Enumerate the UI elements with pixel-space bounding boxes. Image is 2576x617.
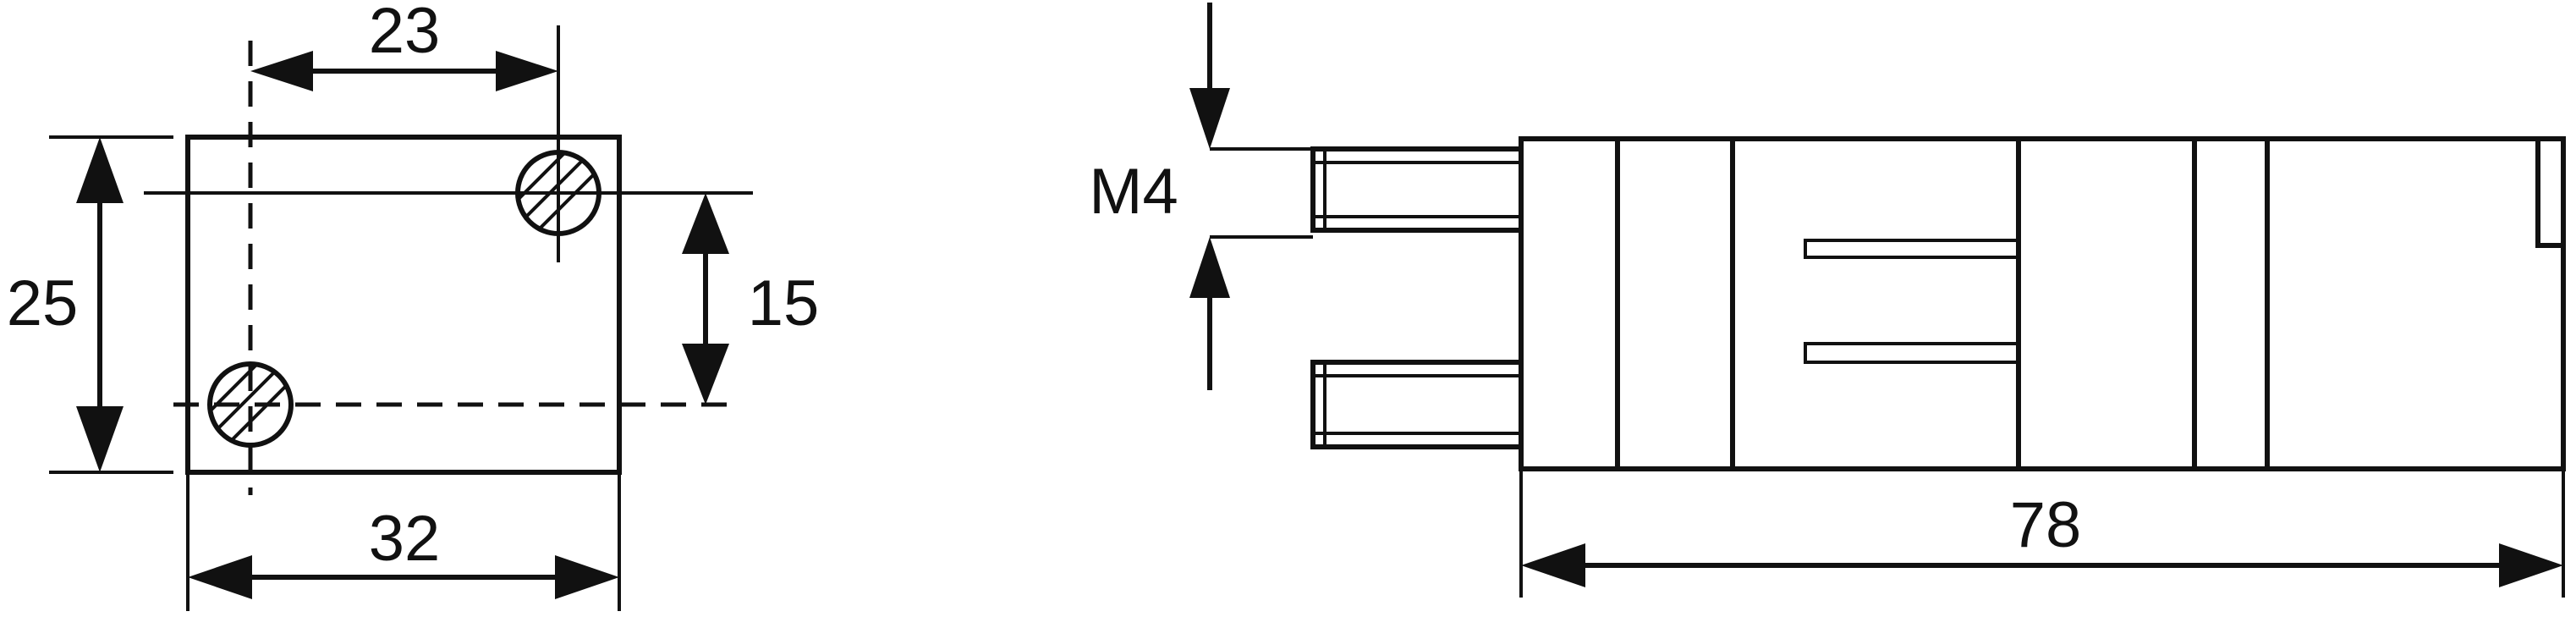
top-view-body [185, 135, 622, 475]
dimension-label-15: 15 [748, 267, 820, 339]
side-view: M4 78 [1089, 3, 2566, 598]
side-view-body [1519, 136, 2566, 471]
internal-slot-top [1804, 239, 2020, 259]
dimension-label-32: 32 [369, 503, 441, 575]
threaded-stud-bottom [1310, 360, 1524, 449]
dimension-height: 25 [7, 137, 124, 472]
dimension-hole-spacing-x: 23 [250, 0, 558, 91]
dimension-thread: M4 [1089, 3, 1313, 390]
dimension-label-23: 23 [369, 0, 441, 67]
dimension-hole-spacing-y: 15 [682, 193, 819, 405]
internal-slot-bottom [1804, 342, 2020, 364]
dimension-width: 32 [188, 503, 619, 599]
dimension-label-25: 25 [7, 267, 79, 339]
dimension-label-78: 78 [2010, 489, 2082, 561]
dimension-length: 78 [1519, 469, 2565, 598]
threaded-stud-top [1310, 146, 1524, 233]
dimension-label-m4: M4 [1089, 156, 1178, 228]
mounting-hole-bottom-left [207, 361, 294, 448]
end-notch [2535, 136, 2566, 248]
top-view: 23 25 15 32 [7, 0, 819, 611]
